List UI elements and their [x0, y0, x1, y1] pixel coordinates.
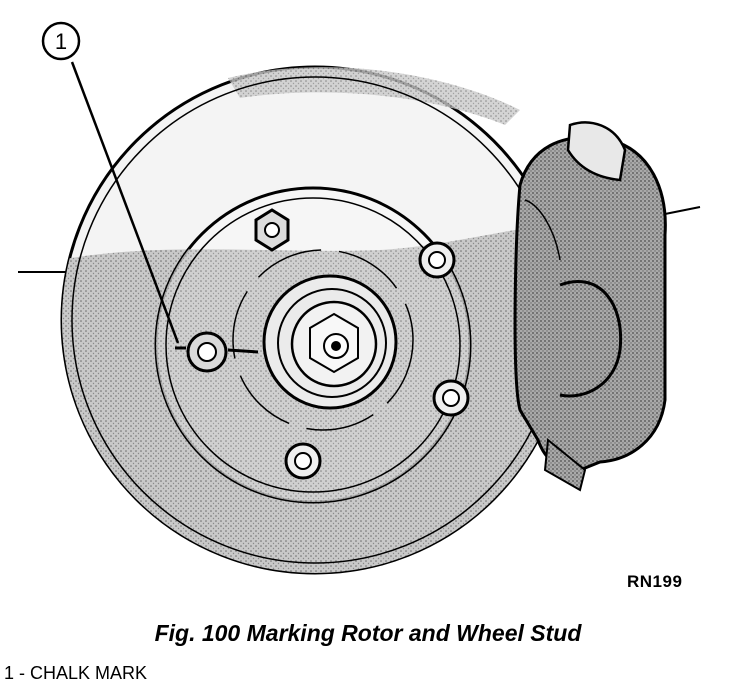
wheel-stud — [284, 442, 322, 480]
callout-number: 1 — [55, 29, 67, 54]
callout-1: 1 — [41, 21, 180, 344]
figure-reference-code: RN199 — [627, 572, 683, 591]
brake-caliper — [513, 121, 667, 492]
brake-rotor-illustration: 1 — [18, 21, 701, 575]
wheel-stud — [418, 241, 456, 279]
wheel-hub — [154, 186, 472, 504]
axle-centerline-right — [659, 206, 701, 216]
wheel-stud — [432, 379, 470, 417]
legend-item-1: 1 - CHALK MARK — [4, 663, 148, 683]
wheel-stud-marked — [175, 331, 259, 373]
lug-nut — [254, 208, 290, 252]
callout-leader-line — [70, 61, 180, 344]
figure-caption: Fig. 100 Marking Rotor and Wheel Stud — [154, 620, 582, 646]
